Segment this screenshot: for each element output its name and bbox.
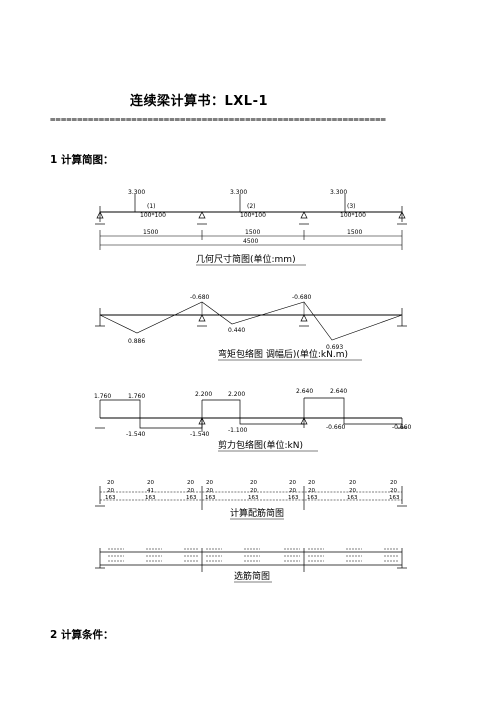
shear-label: -1.540	[190, 431, 210, 438]
reinforcement-caption: 计算配筋简图	[230, 507, 284, 519]
reinforcement-diagram: 20 20 20 20 20 20 20 20 20 20 41 20 20 2…	[95, 480, 407, 520]
shear-label: 2.200	[195, 391, 212, 398]
span-label: (3)	[347, 203, 356, 210]
geometry-diagram: 3.300 3.300 3.300 (1) (2) (3) 100*100 10…	[95, 189, 407, 266]
rebar-bot: 163	[145, 495, 156, 501]
length-label: 1500	[245, 229, 260, 236]
rebar-bot: 163	[248, 495, 259, 501]
load-label: 3.300	[330, 189, 347, 196]
bar-selection-caption: 选筋简图	[234, 570, 270, 582]
moment-label: 0.440	[228, 327, 245, 334]
shear-label: -0.660	[326, 424, 346, 431]
rebar-top: 20	[187, 480, 194, 486]
shear-label: 1.760	[128, 393, 145, 400]
shear-diagram: 1.760 1.760 2.200 2.200 2.640 2.640 -1.5…	[94, 388, 412, 452]
section-label: 100*100	[140, 212, 166, 219]
rebar-bot: 163	[389, 495, 400, 501]
title-rule: ========================================…	[50, 118, 386, 125]
moment-label: -0.680	[190, 294, 210, 301]
load-label: 3.300	[128, 189, 145, 196]
shear-label: -0.660	[392, 424, 412, 431]
shear-label: 1.760	[94, 393, 111, 400]
moment-caption: 弯矩包络图 调幅后)(单位:kN.m)	[218, 348, 348, 360]
span-label: (1)	[147, 203, 156, 210]
shear-label: -1.540	[126, 431, 146, 438]
moment-envelope-line	[99, 301, 403, 341]
rebar-mid: 41	[147, 488, 154, 494]
rebar-mid: 20	[390, 488, 397, 494]
load-label: 3.300	[230, 189, 247, 196]
moment-label: 0.693	[326, 344, 343, 351]
total-length-label: 4500	[243, 238, 258, 245]
section-label: 100*100	[340, 212, 366, 219]
span-label: (2)	[247, 203, 256, 210]
rebar-bot: 163	[186, 495, 197, 501]
rebar-mid: 20	[308, 488, 315, 494]
rebar-top: 20	[206, 480, 213, 486]
rebar-mid: 20	[349, 488, 356, 494]
supports	[95, 308, 407, 327]
moment-label: 0.886	[128, 338, 145, 345]
rebar-top: 20	[308, 480, 315, 486]
rebar-bot: 163	[105, 495, 116, 501]
moment-diagram: -0.680 -0.680 0.886 0.440 0.693 弯矩包络图 调幅…	[95, 294, 407, 361]
shear-caption: 剪力包络图(单位:kN)	[218, 439, 303, 451]
bar-selection-diagram: 选筋简图	[95, 548, 407, 583]
rebar-bot: 163	[205, 495, 216, 501]
shear-label: 2.200	[228, 391, 245, 398]
supports	[95, 206, 407, 225]
section-1-heading: 1 计算简图：	[50, 154, 114, 166]
rebar-mid: 20	[289, 488, 296, 494]
shear-label: -1.100	[228, 427, 248, 434]
moment-label: -0.680	[292, 294, 312, 301]
rebar-top: 20	[147, 480, 154, 486]
rebar-top: 20	[107, 480, 114, 486]
geometry-caption: 几何尺寸简图(单位:mm)	[196, 253, 296, 265]
rebar-bot: 163	[347, 495, 358, 501]
length-label: 1500	[143, 229, 158, 236]
length-label: 1500	[347, 229, 362, 236]
rebar-top: 20	[289, 480, 296, 486]
page-title: 连续梁计算书：LXL-1	[130, 94, 269, 109]
rebar-top: 20	[390, 480, 397, 486]
section-2-heading: 2 计算条件：	[50, 629, 114, 641]
rebar-top: 20	[349, 480, 356, 486]
section-label: 100*100	[240, 212, 266, 219]
rebar-mid: 20	[250, 488, 257, 494]
rebar-mid: 20	[107, 488, 114, 494]
shear-label: 2.640	[296, 388, 313, 395]
rebar-mid: 20	[206, 488, 213, 494]
rebar-mid: 20	[187, 488, 194, 494]
rebar-bot: 163	[288, 495, 299, 501]
rebar-top: 20	[250, 480, 257, 486]
rebar-bot: 163	[307, 495, 318, 501]
shear-label: 2.640	[330, 388, 347, 395]
